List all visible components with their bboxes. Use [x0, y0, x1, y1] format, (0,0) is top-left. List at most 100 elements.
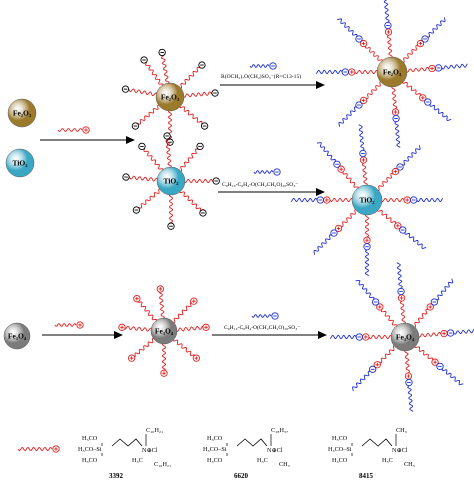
propyl-linker	[111, 438, 143, 447]
anionic-chain	[407, 385, 414, 412]
cationic-head	[156, 285, 164, 293]
methyl-left: H₃C	[257, 457, 268, 464]
anionic-chain	[429, 104, 452, 121]
cationic-head	[431, 358, 439, 366]
cationic-chain	[413, 308, 429, 328]
cationic-chain	[145, 61, 164, 87]
cationic-head	[192, 354, 200, 362]
cationic-chain	[182, 91, 213, 98]
cationic-chain	[179, 190, 202, 212]
anionic-chain	[355, 279, 375, 300]
cationic-chain	[128, 88, 158, 96]
anionic-chain	[436, 278, 454, 301]
fe3o4-particle: Fe₃O₄	[3, 322, 31, 350]
anionic-chain	[315, 69, 343, 75]
top-substituent: C₁₀H₂₁	[146, 427, 163, 434]
tio2-particle: TiO₂	[5, 148, 35, 178]
top-substituent: CH₃	[396, 427, 407, 434]
methoxy-top: H₃CO	[82, 435, 98, 442]
cationic-head	[416, 39, 425, 48]
anionic-head	[396, 163, 404, 171]
cationic-head	[397, 294, 406, 302]
anionic-chain	[396, 262, 403, 289]
cationic-chain	[169, 193, 173, 224]
anionic-head	[424, 98, 432, 106]
cationic-chain	[161, 55, 170, 85]
anionic-chain	[352, 370, 371, 392]
surfactant-label-row1: R(OCH₂)₇O(CH₂)SO₃⁻(R=C13-15)	[221, 73, 301, 80]
chains-layer	[54, 0, 474, 412]
structure-code-6620: 6620	[234, 472, 249, 480]
anionic-head	[371, 298, 380, 306]
cationic-head	[76, 321, 84, 329]
legend-cationic-chain	[17, 445, 60, 453]
anionic-head	[369, 365, 377, 373]
structure-code-3392: 3392	[109, 472, 124, 480]
cationic-chain	[175, 325, 204, 332]
methoxy-bottom: H₃CO	[82, 457, 98, 464]
cationic-chain	[379, 345, 396, 364]
cationic-chain	[361, 162, 368, 187]
tio2-label: TiO₂	[163, 177, 179, 186]
cationic-chain	[399, 300, 406, 325]
fe3o4-assembly	[118, 285, 210, 377]
anionic-chain	[453, 328, 474, 335]
cationic-chain	[391, 85, 398, 110]
negative-charge	[140, 56, 148, 64]
anionic-chain	[337, 18, 358, 37]
reagent-anion-glyph-row2	[253, 168, 281, 176]
arrow-row1-left	[40, 136, 135, 144]
cationic-chain	[380, 309, 398, 328]
cationic-chain	[134, 337, 155, 358]
cationic-head	[359, 156, 368, 164]
cationic-head	[391, 108, 400, 116]
fe3o4-label: Fe₃O₄	[396, 333, 415, 342]
cationic-head	[348, 68, 356, 76]
cationic-chain	[179, 105, 203, 125]
anionic-head	[341, 68, 349, 76]
cationic-chain	[365, 45, 383, 63]
methoxy-si: H₃CO–Si	[78, 446, 102, 453]
cationic-head	[160, 369, 168, 377]
anionic-head	[271, 312, 279, 320]
negative-charge	[122, 173, 130, 181]
cationic-chain	[138, 188, 162, 209]
methyl-left: H₃C	[132, 457, 143, 464]
anionic-head	[384, 21, 392, 30]
reagent-anion-glyph-row1	[249, 62, 277, 70]
negative-charge	[121, 85, 130, 93]
negative-charge	[212, 177, 220, 185]
ammonium-chloride: N⊕Cl	[392, 447, 408, 454]
tio2-particle: TiO₂	[156, 166, 186, 196]
anionic-chain	[416, 197, 444, 203]
anionic-head	[363, 243, 371, 251]
fe2o3-label: Fe₂O₃	[13, 109, 32, 118]
cationic-chain	[365, 213, 369, 238]
cationic-chain	[402, 80, 421, 96]
anionic-chain	[441, 368, 464, 386]
ammonium-chloride: N⊕Cl	[267, 447, 283, 454]
structure-code-8415: 8415	[359, 472, 374, 480]
cationic-chain	[172, 338, 195, 357]
fe2o3-particle: Fe₂O₃	[7, 98, 37, 128]
cationic-chain	[172, 302, 192, 324]
fe3o4-particle: Fe₃O₄	[390, 322, 420, 352]
anionic-head	[359, 149, 367, 158]
fe2o3-assembly	[121, 48, 219, 146]
anionic-head	[405, 378, 413, 387]
cationic-head	[362, 333, 370, 341]
negative-charge	[199, 209, 207, 217]
cationic-chain	[143, 148, 164, 172]
anionic-chain	[364, 249, 370, 277]
anionic-head	[333, 160, 341, 168]
methyl-left: H₃C	[382, 457, 393, 464]
cationic-head	[419, 94, 427, 102]
anionic-head	[355, 101, 363, 109]
anionic-head	[436, 362, 444, 371]
cationic-chain	[340, 209, 358, 227]
cationic-chain	[179, 66, 201, 89]
negative-charge	[200, 122, 209, 130]
